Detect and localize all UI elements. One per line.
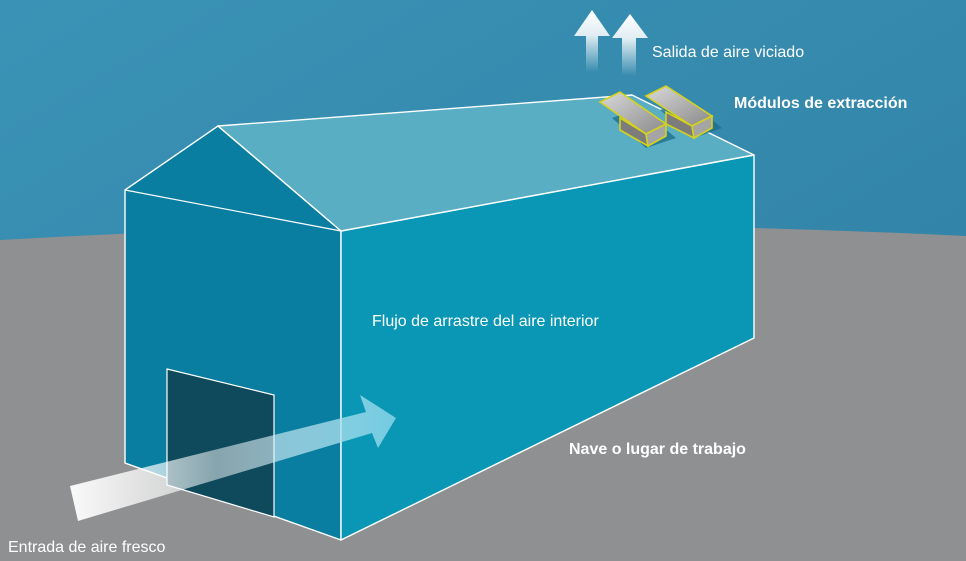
exhaust-arrow-1 [574,10,610,72]
extraction-module-1 [598,91,668,148]
extraction-modules-label: Módulos de extracción [734,95,908,112]
extraction-module-2 [644,85,714,140]
exhaust-arrow-2 [612,14,648,76]
exhaust-outlet-label: Salida de aire viciado [652,44,805,61]
fresh-air-inlet-label: Entrada de aire fresco [8,539,166,556]
inlet-arrow [70,395,396,521]
gable-edge [124,189,342,232]
interior-flow-label: Flujo de arrastre del aire interior [372,313,599,330]
workplace-label: Nave o lugar de trabajo [569,441,746,458]
